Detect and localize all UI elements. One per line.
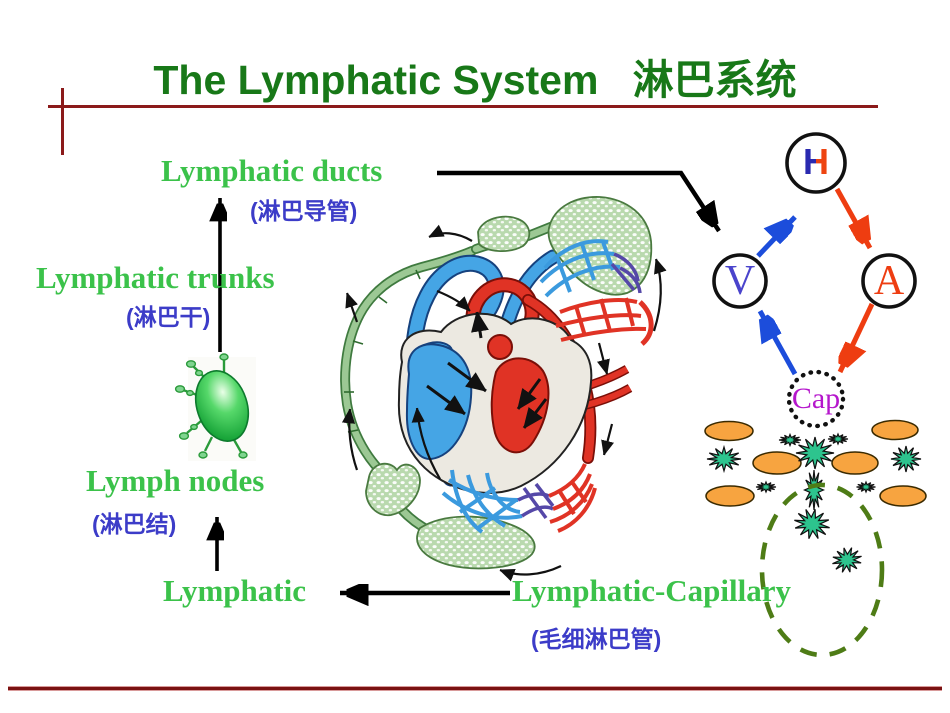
pulmonary-capillary-mesh [539, 239, 654, 346]
vein-circle [712, 253, 768, 309]
page-title-zh: 淋巴系统 [632, 57, 797, 103]
page-title-en: The Lymphatic System [153, 57, 599, 103]
capillary-dotted-circle [786, 369, 846, 429]
heart-letter: H H [803, 141, 829, 182]
label-lymphatic-trunks: Lymphatic trunks [36, 260, 275, 295]
label-lymphatic-ducts: Lymphatic ducts [161, 153, 383, 188]
title-underline [48, 105, 878, 108]
label-lymphatic-capillary: Lymphatic-Capillary [512, 573, 792, 608]
vein-letter: V [724, 258, 756, 304]
capillary-bed-dashed-ellipse [759, 482, 885, 658]
page-title: The Lymphatic System 淋巴系统 [0, 46, 950, 106]
title-left-tick [61, 88, 64, 155]
arrow-artery-to-capillary [837, 302, 875, 374]
tissue-cells [704, 419, 927, 507]
lymph-node-icon [174, 353, 256, 461]
systemic-capillary-mesh [441, 463, 597, 534]
label-lymph-nodes: Lymph nodes [86, 463, 265, 498]
arrow-ducts-to-vein [437, 170, 721, 233]
artery-letter: A [873, 258, 905, 304]
hvac-circuit [712, 132, 917, 429]
circulation-illustration [340, 196, 661, 575]
arrow-vein-to-heart [756, 217, 797, 258]
label-lymphatic-ducts-zh: (淋巴导管) [250, 198, 358, 224]
heart-illustration [397, 311, 593, 494]
arrow-heart-to-artery [834, 187, 870, 250]
label-lymphatic-trunks-zh: (淋巴干) [126, 304, 211, 330]
bottom-rule [8, 687, 942, 690]
connector-arrows [217, 170, 721, 593]
arrow-capillary-to-vein [760, 309, 798, 376]
heart-circle [785, 132, 847, 194]
artery-circle [861, 253, 917, 309]
capillary-letter: Cap [791, 382, 841, 415]
label-lymph-nodes-zh: (淋巴结) [92, 511, 177, 537]
flow-arrows [347, 233, 661, 574]
label-lymphatic: Lymphatic [163, 573, 306, 608]
label-lymphatic-capillary-zh: (毛细淋巴管) [531, 626, 662, 652]
